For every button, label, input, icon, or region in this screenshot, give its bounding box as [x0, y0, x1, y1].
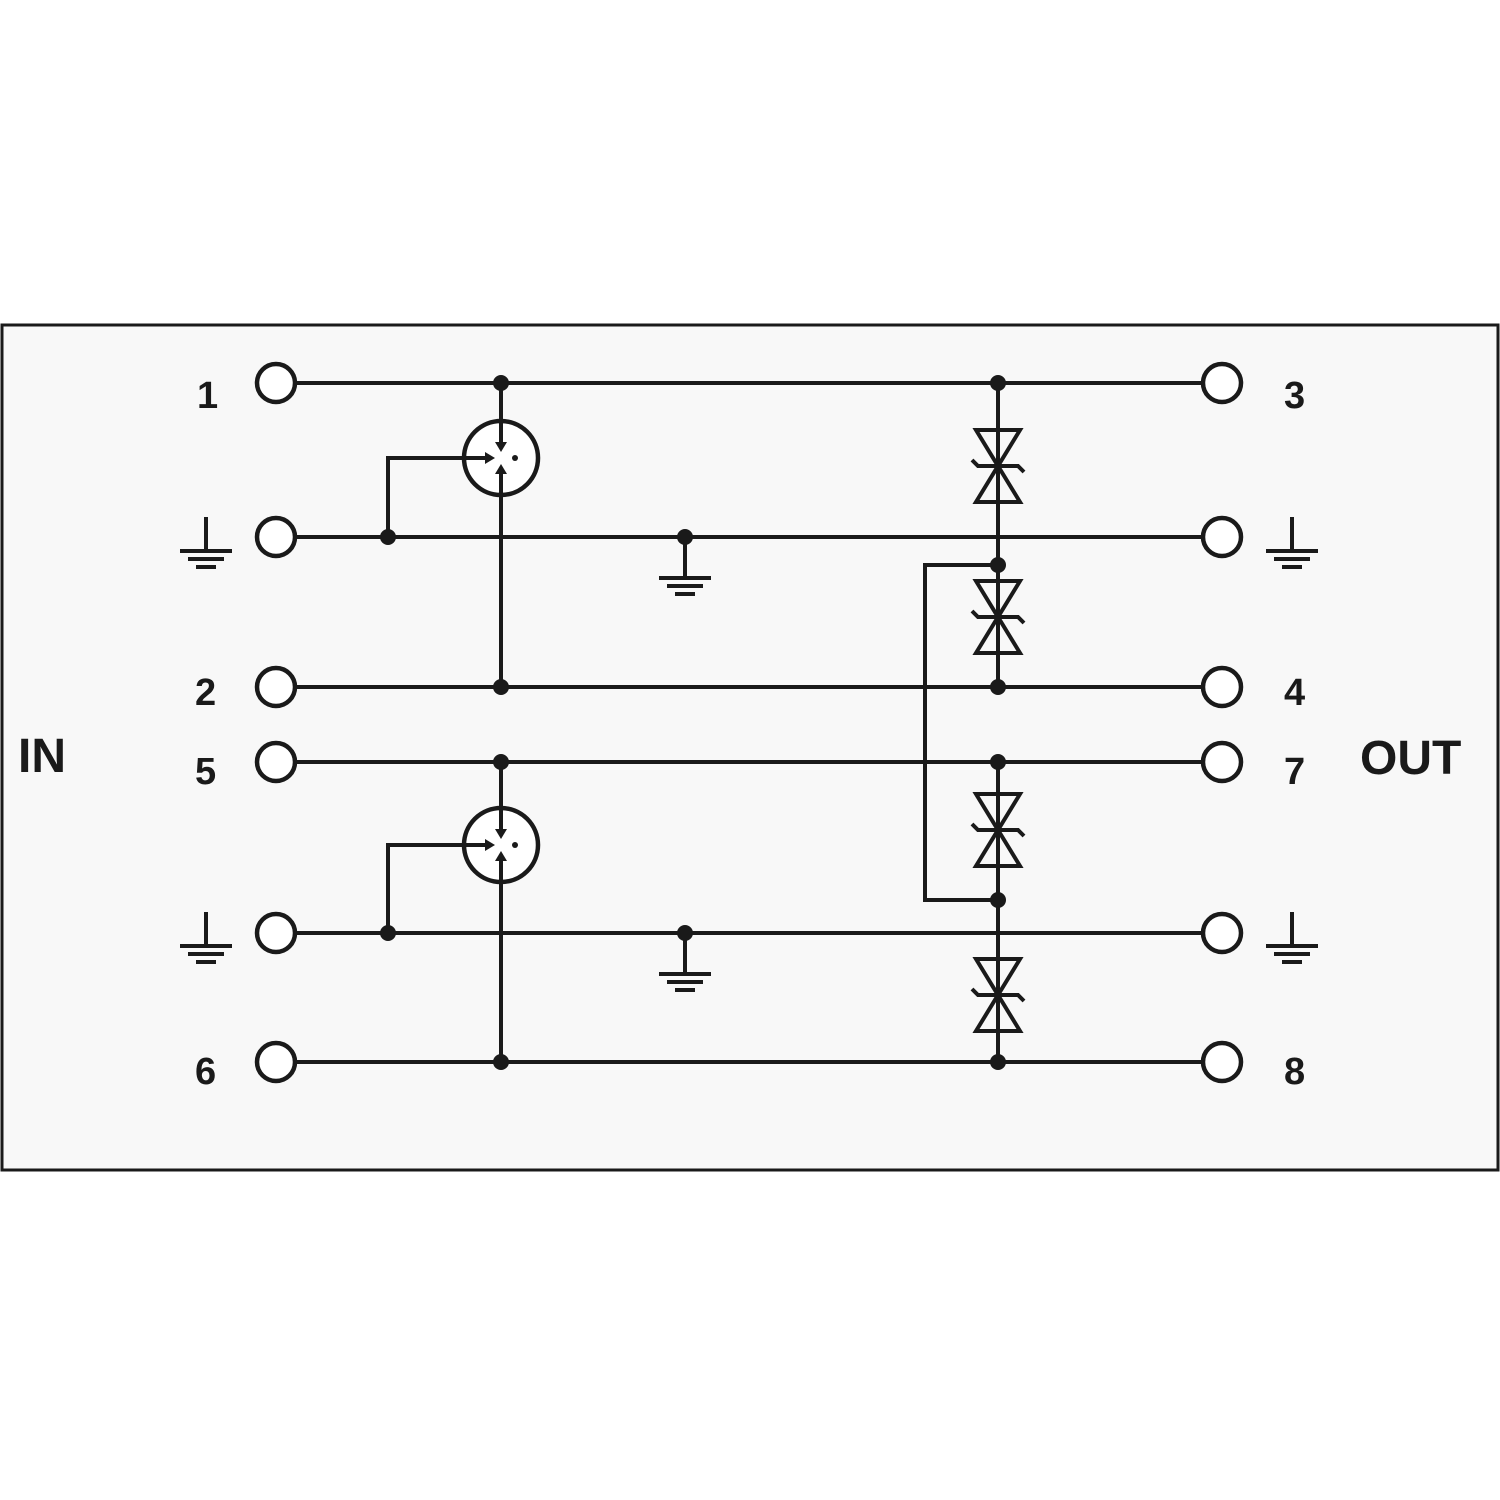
- pin-label-5: 5: [195, 751, 216, 793]
- terminal-pin-4[interactable]: [1200, 665, 1244, 709]
- terminal-ground-out-top[interactable]: [1200, 515, 1244, 559]
- pin-label-1: 1: [197, 375, 218, 417]
- pin-label-7: 7: [1284, 751, 1305, 793]
- junction-nodes: [380, 375, 1006, 1070]
- terminal-ground-in-bottom[interactable]: [254, 911, 298, 955]
- terminal-pin-6[interactable]: [254, 1040, 298, 1084]
- terminal-ground-in-top[interactable]: [254, 515, 298, 559]
- terminal-ground-out-bottom[interactable]: [1200, 911, 1244, 955]
- diagram-frame: [0, 323, 1500, 1172]
- output-side-label: OUT: [1360, 732, 1461, 785]
- terminal-pin-8[interactable]: [1200, 1040, 1244, 1084]
- pin-label-6: 6: [195, 1051, 216, 1093]
- pin-label-4: 4: [1284, 672, 1305, 714]
- gas-discharge-tube-1: [464, 421, 538, 495]
- pin-label-2: 2: [195, 672, 216, 714]
- pin-label-3: 3: [1284, 375, 1305, 417]
- terminal-pin-7[interactable]: [1200, 740, 1244, 784]
- terminal-pin-3[interactable]: [1200, 361, 1244, 405]
- terminal-pin-5[interactable]: [254, 740, 298, 784]
- gas-discharge-tube-2: [464, 808, 538, 882]
- terminal-pin-1[interactable]: [254, 361, 298, 405]
- terminal-pin-2[interactable]: [254, 665, 298, 709]
- input-side-label: IN: [18, 730, 66, 783]
- wires: [296, 381, 1202, 1064]
- pin-label-8: 8: [1284, 1051, 1305, 1093]
